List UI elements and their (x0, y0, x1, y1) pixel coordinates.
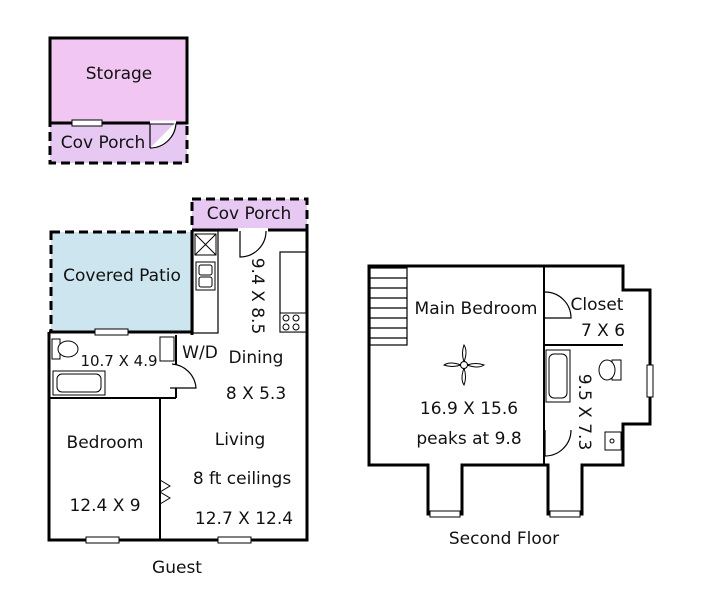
window-icon (94, 328, 129, 336)
main-bedroom-dims: 16.9 X 15.6 (420, 399, 518, 419)
window-icon (85, 536, 120, 544)
second-floor: Main Bedroom 16.9 X 15.6 peaks at 9.8 Cl… (367, 264, 654, 549)
window-icon (646, 364, 654, 398)
outbuilding-porch-label: Cov Porch (61, 133, 146, 153)
window-icon (71, 119, 103, 127)
door-swing-icon (149, 120, 177, 149)
covered-patio-label: Covered Patio (63, 266, 181, 286)
stove-icon (279, 312, 307, 333)
covered-patio (49, 230, 195, 334)
window-icon (217, 536, 252, 544)
closet-dims: 7 X 6 (581, 321, 625, 341)
door-swing-icon (170, 363, 197, 389)
door-swing-icon (239, 230, 267, 258)
wd-label: W/D (182, 343, 218, 363)
door-swing-icon (544, 429, 572, 457)
sink-icon (195, 261, 216, 291)
living-note: 8 ft ceilings (193, 469, 292, 489)
dining-label: Dining (229, 348, 284, 368)
storage-label: Storage (86, 64, 153, 84)
dining-dims: 8 X 5.3 (226, 384, 286, 404)
stairs-icon (369, 267, 408, 346)
bathtub-icon (545, 349, 571, 403)
living-label: Living (215, 430, 266, 450)
washer-dryer (159, 336, 175, 362)
door-swing-icon (544, 291, 572, 319)
guest-porch (190, 197, 309, 232)
second-floor-caption: Second Floor (449, 529, 559, 549)
upstairs-bath-dims: 9.5 X 7.3 (574, 374, 594, 451)
bedroom-label: Bedroom (67, 433, 144, 453)
sink-icon (604, 431, 622, 451)
guest-caption: Guest (152, 558, 202, 578)
bathtub-icon (52, 370, 106, 396)
bedroom-dims: 12.4 X 9 (69, 496, 140, 516)
main-bedroom-label: Main Bedroom (415, 299, 538, 319)
guest-porch-label: Cov Porch (207, 204, 292, 224)
main-bedroom-note: peaks at 9.8 (416, 429, 521, 449)
living-dims: 12.7 X 12.4 (195, 509, 293, 529)
storage-room (48, 36, 189, 125)
outbuilding: Storage Cov Porch (48, 36, 189, 165)
window-icon (549, 510, 581, 518)
toilet-icon (51, 338, 79, 360)
ceiling-fan-icon (442, 343, 486, 387)
kitchen-dims: 9.4 X 8.5 (247, 258, 267, 335)
closet-label: Closet (571, 295, 624, 315)
window-icon (429, 510, 461, 518)
toilet-icon (598, 359, 622, 381)
fridge-icon (194, 233, 217, 256)
guest-house: Cov Porch Covered Patio 9.4 X 8.5 10.7 X… (47, 197, 309, 578)
bath-dims: 10.7 X 4.9 (80, 352, 157, 370)
